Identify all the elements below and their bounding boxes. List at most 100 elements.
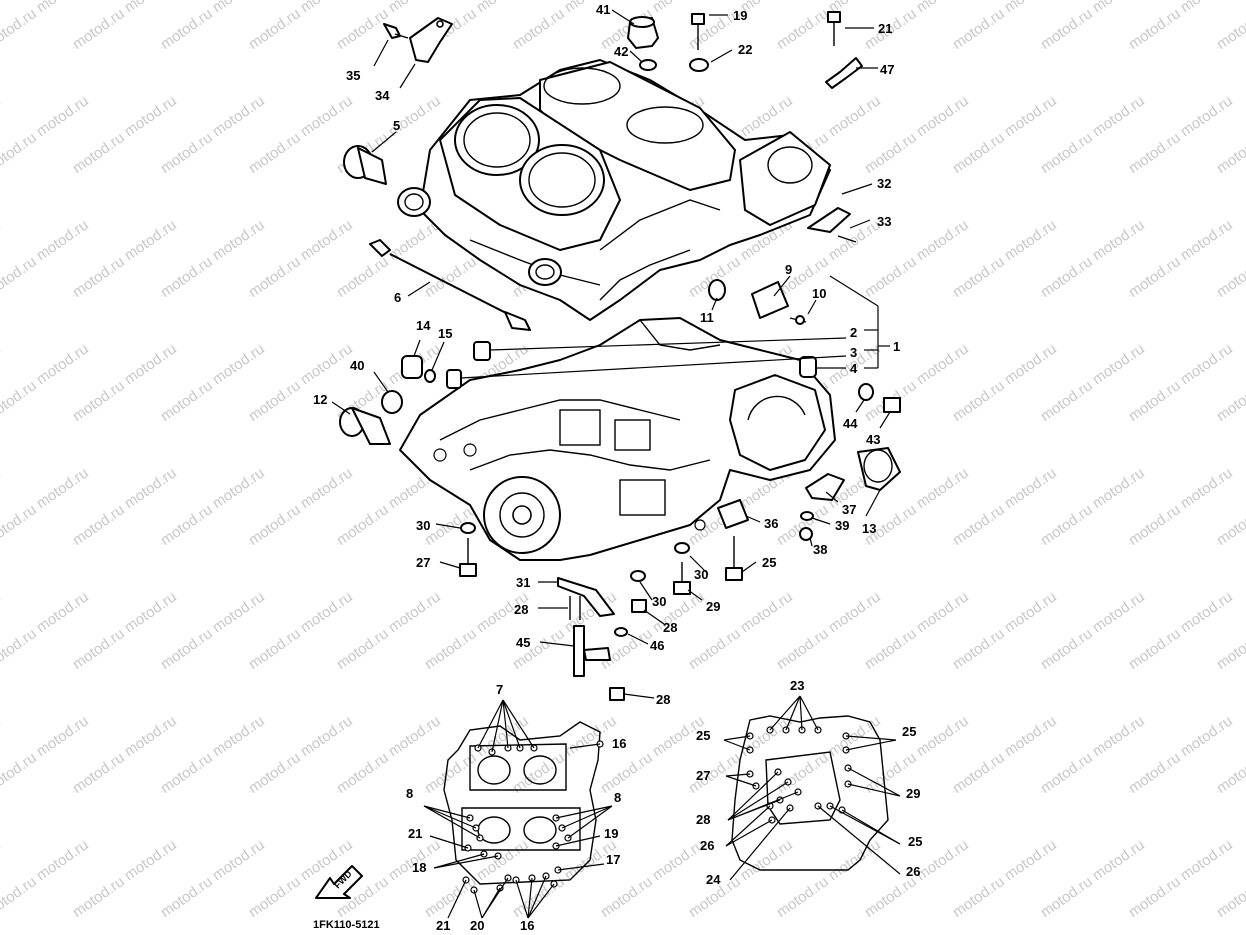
callout-28-low: 28: [656, 692, 670, 707]
watermark-text: motod.ru: [949, 873, 1007, 921]
callout-26-right: 26: [906, 864, 920, 879]
watermark-text: motod.ru: [949, 749, 1007, 797]
watermark-text: motod.ru: [1125, 625, 1183, 673]
callout-28-diagram: 28: [696, 812, 710, 827]
watermark-text: motod.ru: [1001, 464, 1059, 512]
bolt-leader-line: [769, 695, 801, 731]
callout-21-top: 21: [878, 21, 892, 36]
bolt-leader-line: [423, 805, 481, 839]
bolt-leader-line: [847, 767, 901, 797]
callout-5: 5: [393, 118, 400, 133]
watermark-text: motod.ru: [0, 0, 4, 16]
callout-44: 44: [843, 416, 858, 431]
watermark-text: motod.ru: [157, 749, 215, 797]
bolt-leader-line: [555, 835, 601, 847]
watermark-text: motod.ru: [949, 129, 1007, 177]
watermark-text: motod.ru: [913, 712, 971, 760]
watermark-text: motod.ru: [861, 873, 919, 921]
watermark-text: motod.ru: [1001, 216, 1059, 264]
bolt-leader-line: [727, 771, 779, 821]
callout-40: 40: [350, 358, 364, 373]
callout-19-bottom: 19: [604, 826, 618, 841]
watermark-text: motod.ru: [0, 129, 40, 177]
watermark-text: motod.ru: [0, 92, 4, 140]
watermark-text: motod.ru: [1001, 712, 1059, 760]
callout-8-right: 8: [614, 790, 621, 805]
watermark-text: motod.ru: [157, 625, 215, 673]
callout-27-diagram: 27: [696, 768, 710, 783]
watermark-text: motod.ru: [597, 873, 655, 921]
callout-45: 45: [516, 635, 530, 650]
watermark-text: motod.ru: [209, 712, 267, 760]
watermark-text: motod.ru: [1001, 0, 1059, 16]
bolt-leader-line: [473, 889, 483, 919]
watermark-text: motod.ru: [1125, 253, 1183, 301]
watermark-text: motod.ru: [1089, 92, 1147, 140]
watermark-text: motod.ru: [1001, 92, 1059, 140]
watermark-text: motod.ru: [33, 0, 91, 16]
bolt-leader-line: [725, 819, 773, 847]
watermark-text: motod.ru: [825, 836, 883, 884]
callout-8-left: 8: [406, 786, 413, 801]
callout-10: 10: [812, 286, 826, 301]
watermark-text: motod.ru: [69, 625, 127, 673]
callout-31: 31: [516, 575, 530, 590]
watermark-text: motod.ru: [949, 377, 1007, 425]
watermark-text: motod.ru: [1037, 253, 1095, 301]
watermark-text: motod.ru: [861, 625, 919, 673]
watermark-text: motod.ru: [33, 712, 91, 760]
watermark-text: motod.ru: [1177, 836, 1235, 884]
callout-27: 27: [416, 555, 430, 570]
watermark-text: motod.ru: [1089, 712, 1147, 760]
watermark-text: motod.ru: [825, 92, 883, 140]
bolt-leader-line: [433, 853, 485, 869]
watermark-text: motod.ru: [1089, 0, 1147, 16]
bolt-leader-line: [502, 699, 509, 749]
watermark-text: motod.ru: [949, 5, 1007, 53]
watermark-text: motod.ru: [209, 464, 267, 512]
watermark-text: motod.ru: [0, 873, 40, 921]
callout-1: 1: [893, 339, 900, 354]
callout-28-mid: 28: [663, 620, 677, 635]
watermark-text: motod.ru: [509, 5, 567, 53]
watermark-text: motod.ru: [473, 712, 531, 760]
watermark-text: motod.ru: [861, 253, 919, 301]
watermark-text: motod.ru: [0, 712, 4, 760]
watermark-text: motod.ru: [473, 0, 531, 16]
watermark-text: motod.ru: [561, 712, 619, 760]
callout-23: 23: [790, 678, 804, 693]
watermark-text: motod.ru: [1037, 5, 1095, 53]
watermark-text: motod.ru: [33, 836, 91, 884]
watermark-text: motod.ru: [209, 216, 267, 264]
callout-38: 38: [813, 542, 827, 557]
bolt-leader-line: [502, 699, 521, 749]
watermark-text: motod.ru: [1001, 340, 1059, 388]
watermark-text: motod.ru: [561, 0, 619, 16]
callout-36: 36: [764, 516, 778, 531]
watermark-text: motod.ru: [333, 501, 391, 549]
callout-4: 4: [850, 361, 858, 376]
bolt-leader-line: [727, 799, 781, 821]
bolt-leader-line: [502, 699, 535, 749]
callout-22: 22: [738, 42, 752, 57]
watermark-text: motod.ru: [1089, 588, 1147, 636]
bolt-leader-line: [429, 835, 469, 849]
callout-43: 43: [866, 432, 880, 447]
bolt-leader-line: [725, 805, 771, 847]
watermark-text: motod.ru: [0, 377, 40, 425]
watermark-text: motod.ru: [1213, 129, 1246, 177]
bolt-leader-line: [567, 805, 613, 839]
watermark-text: motod.ru: [1213, 377, 1246, 425]
watermark-text: motod.ru: [33, 216, 91, 264]
watermark-text: motod.ru: [297, 340, 355, 388]
watermark-text: motod.ru: [297, 0, 355, 16]
callout-9: 9: [785, 262, 792, 277]
callout-35: 35: [346, 68, 360, 83]
watermark-text: motod.ru: [0, 501, 40, 549]
watermark-text: motod.ru: [121, 340, 179, 388]
bolt-leader-line: [423, 805, 477, 829]
callout-16-bottom: 16: [520, 918, 534, 933]
callout-28-left: 28: [514, 602, 528, 617]
callout-25-main: 25: [762, 555, 776, 570]
watermark-text: motod.ru: [773, 749, 831, 797]
